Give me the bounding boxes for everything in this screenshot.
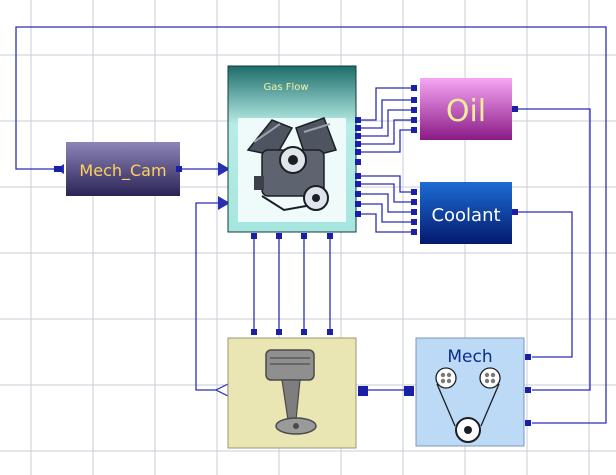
mech-block[interactable]: Mech (415, 337, 525, 447)
connector-port[interactable] (404, 386, 414, 396)
connector-port[interactable] (411, 107, 417, 113)
connector-port[interactable] (411, 97, 417, 103)
connector-port[interactable] (355, 141, 361, 147)
engine-icon (246, 117, 337, 212)
coolant-label: Coolant (431, 205, 500, 226)
connector-port[interactable] (411, 127, 417, 133)
gas-flow-label: Gas Flow (263, 82, 308, 93)
wire-coolant-to-mech (517, 211, 573, 358)
gasflow-input-arrow-2 (218, 196, 230, 210)
piston-output-arrow (214, 383, 229, 397)
piston-icon (265, 349, 317, 435)
connector-port[interactable] (355, 159, 361, 165)
wire-gas-oil-5 (358, 129, 414, 153)
oil-block[interactable]: Oil (420, 78, 512, 140)
connector-port[interactable] (355, 173, 361, 179)
gas-flow-block[interactable]: Gas Flow (227, 65, 357, 233)
connector-port[interactable] (301, 329, 307, 335)
connector-port[interactable] (327, 329, 333, 335)
wire-gas-oil-3 (358, 109, 414, 137)
piston-block[interactable] (227, 337, 357, 449)
connector-port[interactable] (355, 201, 361, 207)
connector-port[interactable] (355, 117, 361, 123)
connector-port[interactable] (176, 166, 182, 172)
connector-port[interactable] (411, 219, 417, 225)
wire-gas-oil-4 (358, 119, 414, 145)
connector-port[interactable] (355, 211, 361, 217)
connector-port[interactable] (355, 133, 361, 139)
connection-wires (15, 26, 607, 424)
gasflow-input-arrow-1 (218, 162, 230, 176)
connector-port[interactable] (525, 354, 531, 360)
wire-gas-cool-4 (358, 203, 414, 223)
wire-piston-to-gasflow (195, 202, 228, 391)
connector-port[interactable] (301, 233, 307, 239)
wire-gas-cool-2 (358, 183, 414, 203)
connector-port[interactable] (54, 166, 62, 172)
wire-oil-to-mech (517, 108, 591, 391)
connector-port[interactable] (411, 189, 417, 195)
connector-port[interactable] (411, 117, 417, 123)
wire-mech-to-cam (15, 26, 607, 424)
belt-pulley-icon (435, 367, 501, 443)
connector-port[interactable] (411, 209, 417, 215)
wire-gas-cool-5 (358, 213, 414, 233)
connector-port[interactable] (525, 420, 531, 426)
connector-port[interactable] (358, 386, 368, 396)
connector-port[interactable] (411, 229, 417, 235)
mech-cam-label: Mech_Cam (79, 161, 166, 181)
connector-port[interactable] (512, 106, 518, 112)
connector-port[interactable] (355, 191, 361, 197)
connector-port[interactable] (525, 387, 531, 393)
connector-port[interactable] (355, 181, 361, 187)
mech-cam-block[interactable]: Mech_Cam (66, 142, 180, 196)
connector-port[interactable] (355, 149, 361, 155)
wire-gas-cool-1 (358, 175, 414, 193)
wire-gas-cool-3 (358, 193, 414, 213)
connector-port[interactable] (355, 125, 361, 131)
connector-port[interactable] (327, 233, 333, 239)
coolant-block[interactable]: Coolant (420, 182, 512, 244)
block-ports (54, 85, 531, 426)
wire-gas-oil-2 (358, 99, 414, 129)
connector-port[interactable] (276, 233, 282, 239)
connector-port[interactable] (512, 209, 518, 215)
connector-port[interactable] (411, 85, 417, 91)
connector-port[interactable] (251, 233, 257, 239)
connector-port[interactable] (276, 329, 282, 335)
wire-gas-oil-1 (358, 87, 414, 121)
mech-label: Mech (447, 347, 492, 367)
connector-port[interactable] (251, 329, 257, 335)
connector-port[interactable] (411, 199, 417, 205)
oil-label: Oil (446, 94, 486, 129)
